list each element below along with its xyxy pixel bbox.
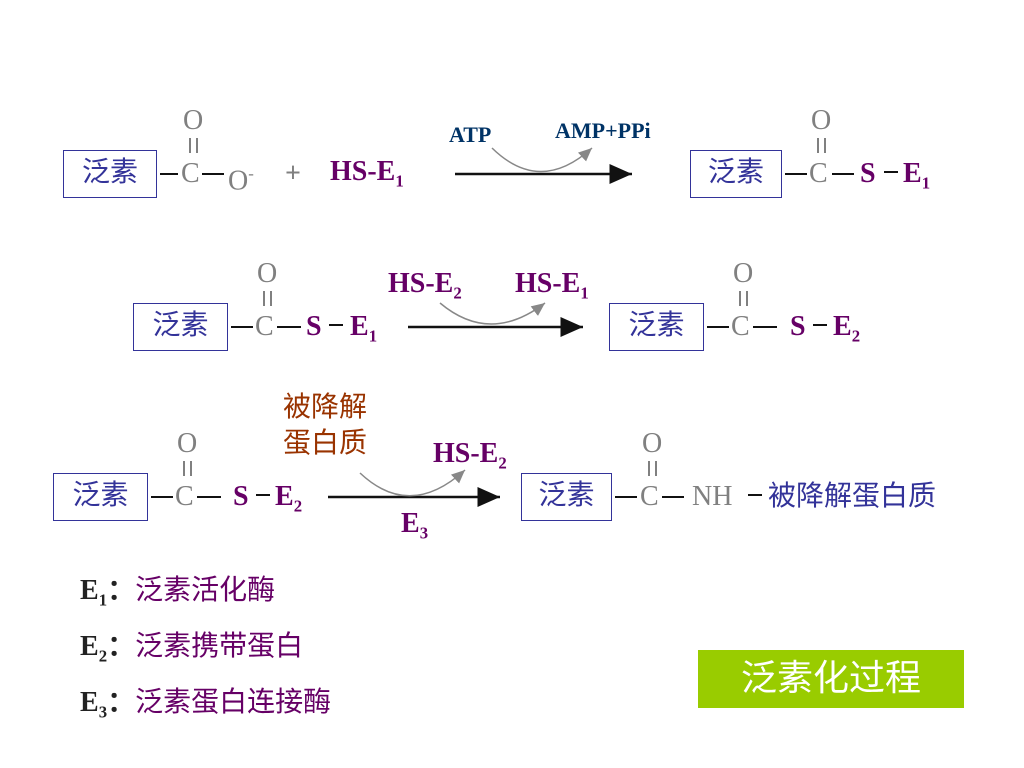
cofactor-atp: ATP	[449, 122, 492, 147]
bond	[748, 494, 762, 496]
bond	[753, 326, 777, 328]
legend-symbol: E3	[80, 687, 108, 722]
bond	[151, 496, 173, 498]
bond	[202, 173, 224, 175]
bond	[884, 171, 898, 173]
carbon-atom: C	[255, 311, 274, 342]
legend-text: 泛素活化酶	[135, 575, 276, 606]
bond	[329, 324, 343, 326]
legend-item-e2: E2：泛素携带蛋白	[80, 630, 303, 674]
legend-symbol: E1	[80, 575, 108, 610]
ubiquitin-box-r1-right: 泛素	[690, 150, 782, 198]
legend-item-e3: E3：泛素蛋白连接酶	[80, 686, 331, 730]
oxygen-atom: O	[183, 105, 204, 136]
bond	[662, 496, 684, 498]
curved-arrow-3	[359, 469, 466, 497]
bond	[813, 324, 827, 326]
ubiquitin-box-r3-left: 泛素	[53, 473, 148, 521]
double-bond	[739, 291, 741, 306]
bond	[615, 496, 637, 498]
enzyme-r2: E1	[350, 311, 378, 346]
sulfur-atom: S	[306, 311, 322, 342]
oxygen-atom: O	[811, 105, 832, 136]
oxygen-atom: O	[257, 258, 278, 289]
ubiquitin-label: 泛素	[152, 310, 209, 341]
bond	[707, 326, 729, 328]
legend-sep: ：	[107, 687, 136, 718]
substrate-label: 被降解 蛋白质	[283, 390, 367, 462]
ubiquitin-box-r2-left: 泛素	[133, 303, 228, 351]
ubiquitin-box-r2-right: 泛素	[609, 303, 704, 351]
ubiquitin-label: 泛素	[707, 157, 764, 188]
ubiquitin-label: 泛素	[628, 310, 685, 341]
ubiquitin-label: 泛素	[72, 480, 129, 511]
double-bond	[190, 461, 192, 476]
slide-title: 泛素化过程	[698, 650, 964, 708]
oxygen-atom: O	[177, 428, 198, 459]
double-bond	[655, 461, 657, 476]
carbon-atom: C	[175, 481, 194, 512]
sulfur-atom: S	[233, 481, 249, 512]
catalyst-e3: E3	[401, 508, 429, 543]
bond	[277, 326, 301, 328]
bond	[231, 326, 253, 328]
bond	[832, 173, 854, 175]
double-bond	[817, 138, 819, 153]
cofactor-out-r2: HS-E1	[515, 268, 589, 303]
reactant-enzyme-r1: HS-E1	[330, 156, 404, 191]
cofactor-out-r3: HS-E2	[433, 438, 507, 473]
legend-sep: ：	[107, 631, 136, 662]
curved-arrow-2	[439, 302, 546, 325]
carbon-atom: C	[181, 158, 200, 189]
legend-text: 泛素携带蛋白	[135, 631, 304, 662]
double-bond	[263, 291, 265, 306]
double-bond	[270, 291, 272, 306]
bond	[785, 173, 807, 175]
cofactor-in-r2: HS-E2	[388, 268, 462, 303]
double-bond	[196, 138, 198, 153]
oxygen-anion: O-	[228, 164, 254, 197]
ubiquitin-box-r3-right: 泛素	[521, 473, 612, 521]
amide-nh: NH	[692, 481, 733, 512]
bond	[256, 494, 270, 496]
enzyme-r3: E2	[275, 481, 303, 516]
double-bond	[189, 138, 191, 153]
product-tail: 被降解蛋白质	[768, 481, 937, 512]
double-bond	[824, 138, 826, 153]
legend-symbol: E2	[80, 631, 108, 666]
product-enzyme-r2: E2	[833, 311, 861, 346]
sulfur-atom: S	[790, 311, 806, 342]
plus-sign: +	[285, 158, 301, 189]
oxygen-atom: O	[733, 258, 754, 289]
curved-arrow-1	[491, 147, 593, 173]
cofactor-amp-ppi: AMP+PPi	[555, 118, 651, 143]
legend-item-e1: E1：泛素活化酶	[80, 574, 275, 618]
double-bond	[648, 461, 650, 476]
double-bond	[746, 291, 748, 306]
sulfur-atom: S	[860, 158, 876, 189]
ubiquitin-label: 泛素	[81, 157, 138, 188]
substrate-line-1: 被降解	[283, 392, 368, 423]
substrate-line-2: 蛋白质	[283, 428, 368, 459]
carbon-atom: C	[731, 311, 750, 342]
double-bond	[183, 461, 185, 476]
carbon-atom: C	[640, 481, 659, 512]
bond	[197, 496, 221, 498]
bond	[160, 173, 178, 175]
ubiquitin-box-r1-left: 泛素	[63, 150, 157, 198]
carbon-atom: C	[809, 158, 828, 189]
oxygen-atom: O	[642, 428, 663, 459]
product-enzyme-r1: E1	[903, 158, 931, 193]
legend-text: 泛素蛋白连接酶	[135, 687, 332, 718]
legend-sep: ：	[107, 575, 136, 606]
ubiquitin-label: 泛素	[538, 480, 595, 511]
